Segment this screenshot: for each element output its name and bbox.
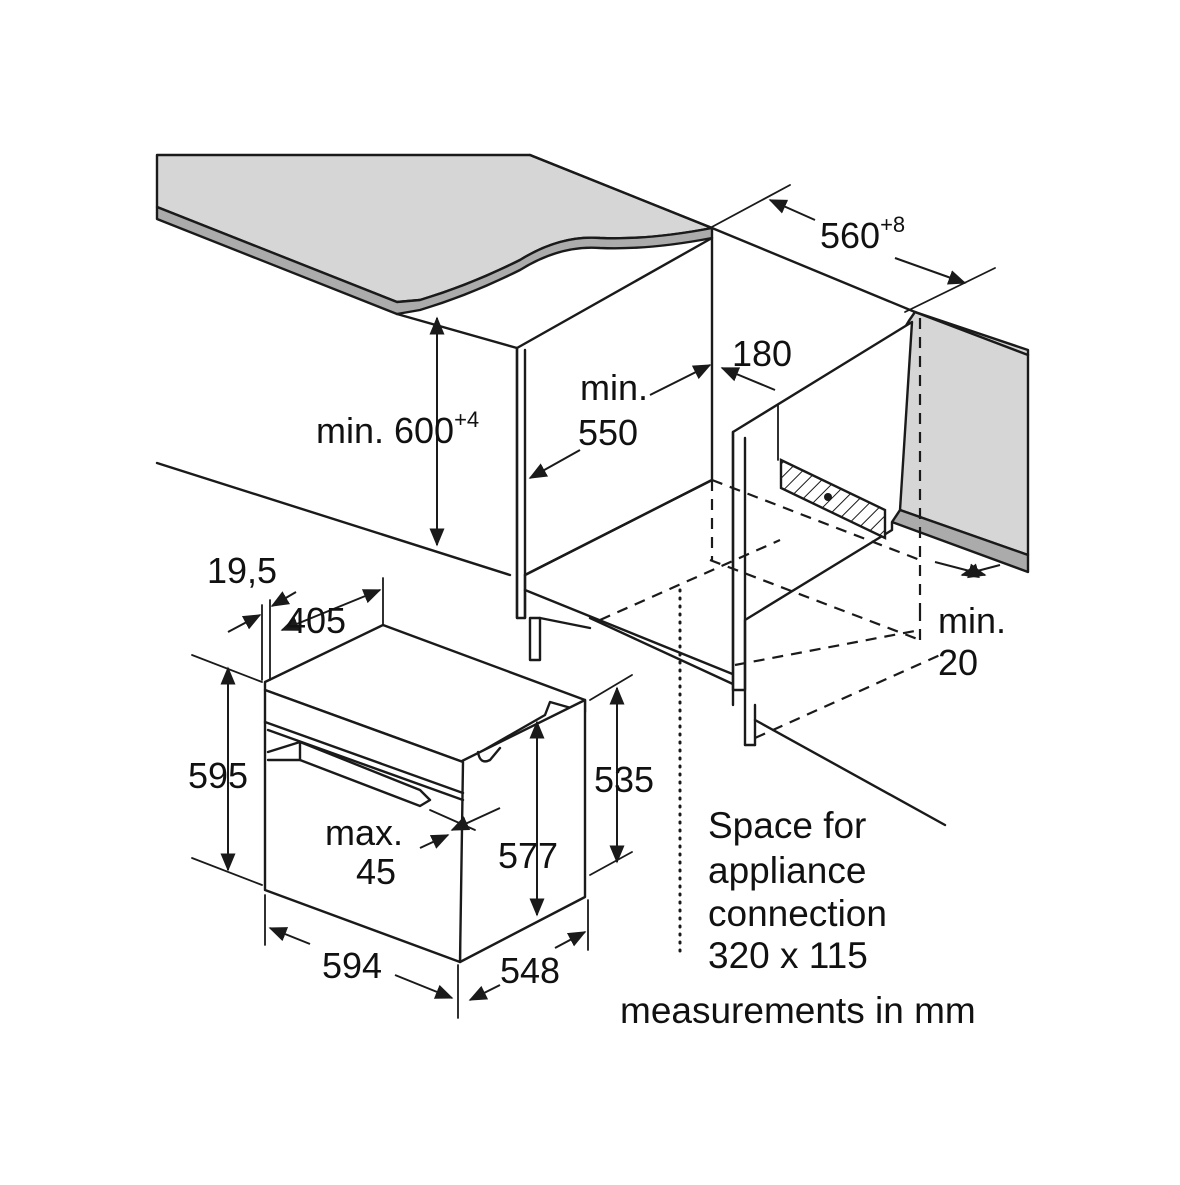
left-countertop [155,153,714,316]
label-560: 560+8 [820,212,905,256]
label-20-min: min. [938,600,1006,641]
dimension-labels: 560+8 min. 600+4 min. 550 180 min. 20 19… [188,212,1006,991]
label-45-max: max. [325,812,403,853]
label-19-5: 19,5 [207,550,277,591]
label-577: 577 [498,835,558,876]
label-405: 405 [286,600,346,641]
note-space-line-1: Space for [708,805,866,846]
note-units: measurements in mm [620,990,976,1031]
label-45: 45 [356,851,396,892]
label-550-min: min. [580,367,648,408]
label-548: 548 [500,950,560,991]
note-space-line-4: 320 x 115 [708,935,868,976]
label-20: 20 [938,642,978,683]
note-space-line-3: connection [708,893,887,934]
label-535: 535 [594,759,654,800]
oven [263,623,587,964]
note-space-line-2: appliance [708,850,866,891]
label-550: 550 [578,412,638,453]
label-595: 595 [188,755,248,796]
label-594: 594 [322,945,382,986]
dimension-lines [191,184,1001,1019]
label-600: min. 600+4 [316,407,479,451]
label-180: 180 [732,333,792,374]
notes: Space for appliance connection 320 x 115… [620,805,976,1031]
